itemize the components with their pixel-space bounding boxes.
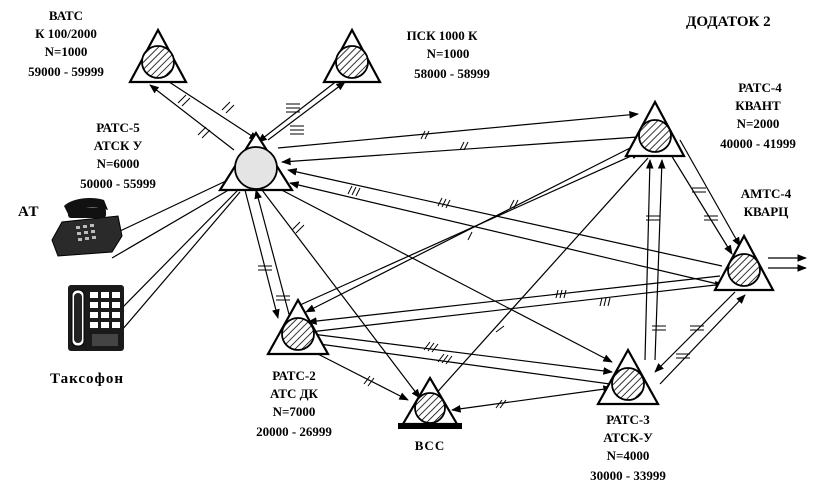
node-vats bbox=[128, 27, 188, 84]
link-payphone-rats5 bbox=[121, 189, 239, 309]
svg-text:АМТС-4: АМТС-4 bbox=[741, 186, 792, 201]
svg-text:ВАТС: ВАТС bbox=[49, 8, 83, 23]
svg-text:58000 - 58999: 58000 - 58999 bbox=[414, 66, 490, 81]
link-rats2-rats3-b bbox=[311, 340, 611, 385]
svg-text:50000 - 55999: 50000 - 55999 bbox=[80, 176, 156, 191]
svg-text:N=7000: N=7000 bbox=[273, 404, 316, 419]
link-amts4-rats3-b bbox=[659, 294, 746, 385]
link-rats4-rats3-b bbox=[654, 159, 666, 361]
link-amts4-rats2-a bbox=[307, 275, 721, 325]
node-rats4 bbox=[624, 99, 686, 158]
link-rats5-rats3 bbox=[271, 184, 613, 363]
label-rats4: РАТС-4 КВАНТ N=2000 40000 - 41999 bbox=[720, 80, 796, 151]
svg-text:59000 - 59999: 59000 - 59999 bbox=[28, 64, 104, 79]
link-rats3-vss bbox=[451, 385, 613, 413]
svg-text:РАТС-2: РАТС-2 bbox=[272, 368, 315, 383]
svg-text:20000 - 26999: 20000 - 26999 bbox=[256, 424, 332, 439]
label-rats2: РАТС-2 АТС ДК N=7000 20000 - 26999 bbox=[256, 368, 332, 439]
svg-text:КВАРЦ: КВАРЦ bbox=[744, 204, 789, 219]
payphone-icon bbox=[68, 285, 124, 351]
link-psk-rats5-b bbox=[257, 79, 339, 143]
node-rats3 bbox=[596, 347, 660, 406]
node-rats2 bbox=[266, 297, 330, 356]
svg-text:N=6000: N=6000 bbox=[97, 156, 140, 171]
link-rats2-rats3-a bbox=[311, 333, 613, 375]
svg-text:N=1000: N=1000 bbox=[45, 44, 88, 59]
label-at: АТ bbox=[18, 204, 40, 220]
link-rats4-amts4-a bbox=[667, 149, 733, 255]
svg-text:N=1000: N=1000 bbox=[427, 46, 470, 61]
node-vss bbox=[398, 375, 462, 429]
link-rats4-rats2-b bbox=[299, 151, 641, 306]
svg-text:РАТС-5: РАТС-5 bbox=[96, 120, 140, 135]
link-psk-rats5-a bbox=[267, 81, 346, 141]
link-at-rats5-b bbox=[111, 187, 233, 259]
link-rats5-rats2-b bbox=[254, 189, 291, 319]
svg-text:АТСК-У: АТСК-У bbox=[603, 430, 653, 445]
svg-text:КВАНТ: КВАНТ bbox=[735, 98, 781, 113]
link-amts4-rats2-b bbox=[309, 281, 725, 333]
svg-text:АТСК У: АТСК У bbox=[94, 138, 143, 153]
label-vss: ВСС bbox=[415, 438, 445, 453]
svg-text:N=4000: N=4000 bbox=[607, 448, 650, 463]
svg-text:ПСК 1000 К: ПСК 1000 К bbox=[407, 28, 478, 43]
link-at-rats5 bbox=[117, 179, 229, 233]
link-rats4-vss bbox=[431, 157, 649, 399]
label-vats: ВАТС К 100/2000 N=1000 59000 - 59999 bbox=[28, 8, 104, 79]
node-psk bbox=[322, 27, 382, 84]
label-rats5: РАТС-5 АТСК У N=6000 50000 - 55999 bbox=[80, 120, 156, 191]
link-rats5-rats2-a bbox=[244, 189, 280, 319]
label-psk: ПСК 1000 К N=1000 58000 - 58999 bbox=[407, 28, 491, 81]
svg-text:РАТС-4: РАТС-4 bbox=[738, 80, 782, 95]
svg-text:30000 - 33999: 30000 - 33999 bbox=[590, 468, 666, 483]
svg-text:РАТС-3: РАТС-3 bbox=[606, 412, 650, 427]
link-rats5-amts4-b bbox=[289, 181, 723, 286]
svg-text:40000 - 41999: 40000 - 41999 bbox=[720, 136, 796, 151]
link-rats4-rats3-a bbox=[644, 159, 654, 361]
svg-text:N=2000: N=2000 bbox=[737, 116, 780, 131]
label-amts4: АМТС-4 КВАРЦ bbox=[741, 186, 792, 219]
svg-text:К 100/2000: К 100/2000 bbox=[35, 26, 97, 41]
connection-links bbox=[111, 77, 807, 413]
label-payphone: Таксофон bbox=[50, 371, 124, 387]
link-amts4-rats3-a bbox=[654, 291, 736, 373]
link-vats-rats5-b bbox=[162, 77, 259, 141]
link-rats4-amts4-b bbox=[679, 139, 741, 247]
link-rats5-rats4-a bbox=[277, 110, 639, 149]
channel-ticks bbox=[177, 94, 718, 409]
link-vats-rats5-a bbox=[149, 84, 235, 151]
desk-telephone-icon bbox=[51, 198, 123, 257]
svg-text:АТС ДК: АТС ДК bbox=[270, 386, 318, 401]
link-rats5-amts4-a bbox=[287, 168, 723, 267]
link-payphone-rats5-b bbox=[121, 191, 241, 331]
page-title: ДОДАТОК 2 bbox=[686, 14, 771, 30]
link-rats2-vss bbox=[309, 349, 409, 401]
label-rats3: РАТС-3 АТСК-У N=4000 30000 - 33999 bbox=[590, 412, 666, 483]
node-rats5 bbox=[218, 130, 294, 192]
node-amts4 bbox=[713, 233, 775, 292]
